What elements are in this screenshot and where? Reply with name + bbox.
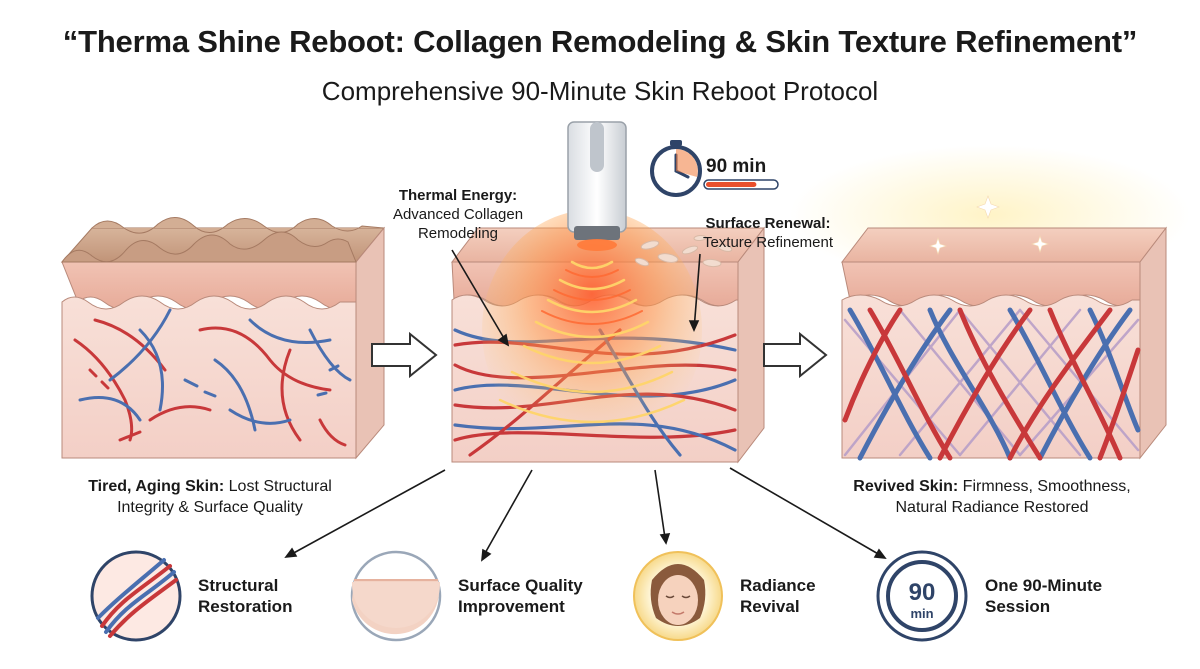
thermal-energy-annotation: Thermal Energy: Advanced Collagen Remode…: [370, 186, 546, 243]
progress-arrow-2: [763, 331, 828, 379]
benefit-line-1: One 90-Minute: [985, 576, 1103, 595]
treatment-wand: [567, 121, 627, 251]
benefit-line-1: Surface Quality: [458, 576, 583, 595]
before-skin-block: [60, 217, 386, 460]
benefit-surface-quality: Surface Quality Improvement: [458, 575, 618, 617]
timer-progress-fill: [706, 182, 757, 187]
progress-arrow-1: [371, 331, 438, 379]
before-caption-text-2: Integrity & Surface Quality: [117, 499, 303, 516]
annotation-pointers: [451, 249, 701, 347]
before-caption-bold: Tired, Aging Skin:: [88, 478, 225, 495]
benefit-line-2: Restoration: [198, 597, 293, 616]
clock-icon-number: 90: [909, 579, 936, 606]
benefit-line-2: Improvement: [458, 597, 565, 616]
benefit-one-session: One 90-Minute Session: [985, 575, 1145, 617]
treatment-skin-block: [450, 210, 766, 464]
sparkle-icon: [929, 195, 1049, 255]
benefit-line-2: Revival: [740, 597, 800, 616]
thermal-heading: Thermal Energy:: [398, 187, 518, 204]
benefit-line-1: Structural: [198, 576, 279, 595]
after-caption: Revived Skin: Firmness, Smoothness, Natu…: [830, 476, 1154, 518]
glowing-face-icon: [633, 551, 723, 641]
smooth-skin-icon: [350, 550, 442, 642]
after-caption-text-1: Firmness, Smoothness,: [958, 478, 1131, 495]
before-caption-text-1: Lost Structural: [224, 478, 332, 495]
surface-heading: Surface Renewal:: [705, 215, 831, 232]
thermal-line-2: Remodeling: [417, 225, 499, 242]
after-caption-bold: Revived Skin:: [853, 478, 959, 495]
thermal-line-1: Advanced Collagen: [392, 206, 524, 223]
benefit-line-1: Radiance: [740, 576, 816, 595]
benefit-line-2: Session: [985, 597, 1051, 616]
page-subtitle: Comprehensive 90-Minute Skin Reboot Prot…: [321, 76, 879, 106]
page-title: “Therma Shine Reboot: Collagen Remodelin…: [62, 24, 1138, 59]
collagen-fiber-icon: [90, 550, 182, 642]
clock-icon-unit: min: [910, 606, 933, 621]
benefit-structural-restoration: Structural Restoration: [198, 575, 338, 617]
after-caption-text-2: Natural Radiance Restored: [895, 499, 1089, 516]
timer-label: 90 min: [706, 156, 766, 177]
session-timer: 90 min: [650, 140, 779, 197]
benefit-pointers: [284, 467, 887, 562]
clock-icon: 90 min: [876, 550, 968, 642]
before-caption: Tired, Aging Skin: Lost Structural Integ…: [50, 476, 370, 518]
after-skin-block: [790, 145, 1190, 461]
benefit-radiance-revival: Radiance Revival: [740, 575, 860, 617]
surface-line-1: Texture Refinement: [702, 234, 834, 251]
surface-renewal-annotation: Surface Renewal: Texture Refinement: [680, 214, 856, 252]
